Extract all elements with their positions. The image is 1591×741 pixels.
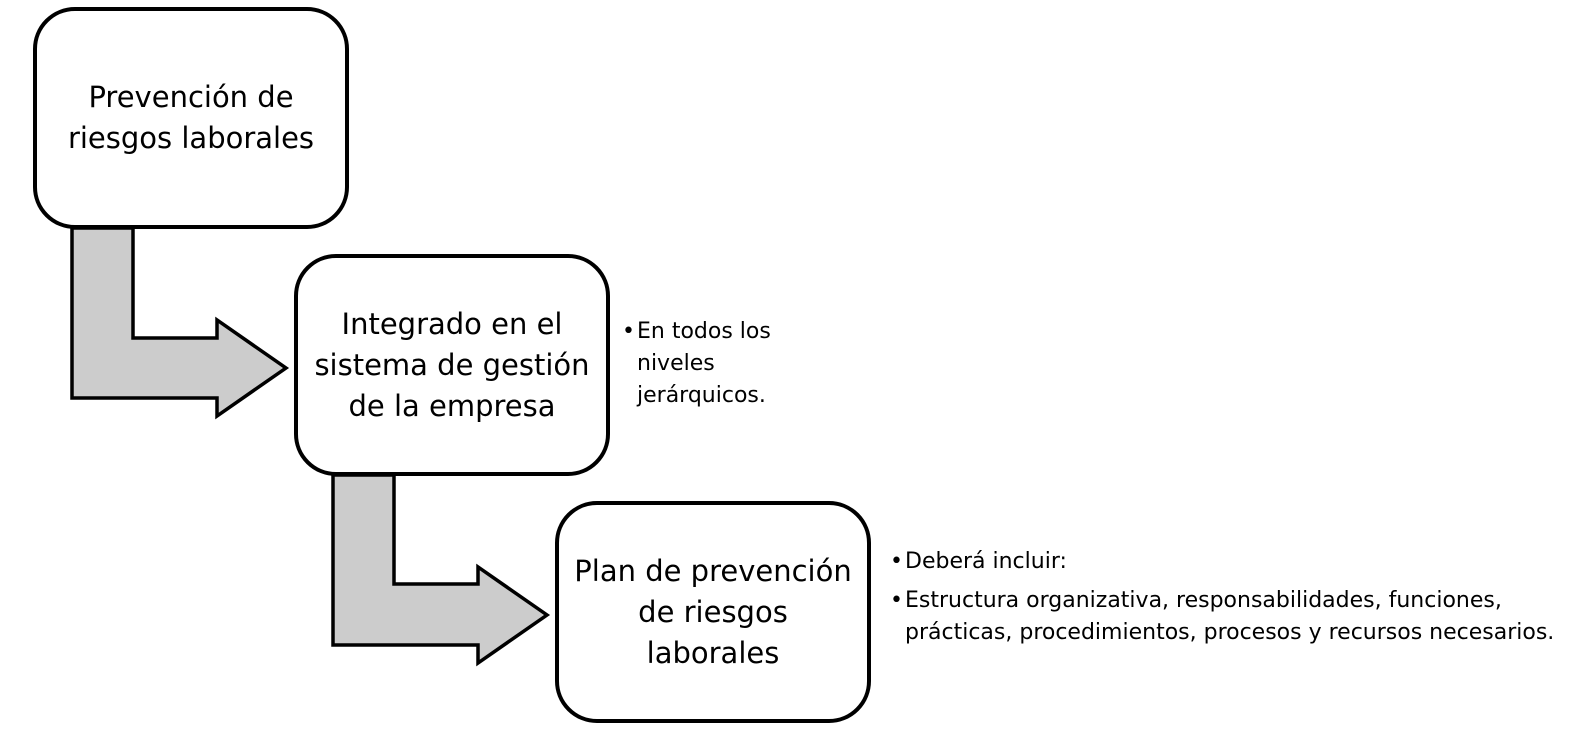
bullet-icon: • bbox=[890, 549, 903, 574]
node-prevencion-riesgos: Prevención de riesgos laborales bbox=[33, 7, 349, 229]
node-integrado-sistema-gestion: Integrado en el sistema de gestión de la… bbox=[294, 254, 610, 476]
note-item: • Deberá incluir: bbox=[890, 546, 1580, 578]
note-item: • En todos los niveles jerárquicos. bbox=[622, 316, 827, 412]
bent-arrow-icon bbox=[331, 473, 551, 667]
node-label: Prevención de riesgos laborales bbox=[67, 80, 315, 155]
notes-integrado: • En todos los niveles jerárquicos. bbox=[622, 316, 827, 412]
bullet-icon: • bbox=[890, 588, 903, 613]
note-text: En todos los niveles jerárquicos. bbox=[637, 319, 771, 408]
bent-arrow-icon bbox=[70, 226, 290, 420]
note-text: Estructura organizativa, responsabilidad… bbox=[905, 588, 1555, 645]
notes-plan: • Deberá incluir: • Estructura organizat… bbox=[890, 546, 1580, 649]
node-plan-prevencion: Plan de prevención de riesgos laborales bbox=[555, 501, 871, 723]
note-item: • Estructura organizativa, responsabilid… bbox=[890, 585, 1580, 649]
note-text: Deberá incluir: bbox=[905, 549, 1067, 574]
node-label: Integrado en el sistema de gestión de la… bbox=[314, 306, 590, 423]
node-label: Plan de prevención de riesgos laborales bbox=[574, 553, 852, 670]
bullet-icon: • bbox=[622, 319, 635, 344]
